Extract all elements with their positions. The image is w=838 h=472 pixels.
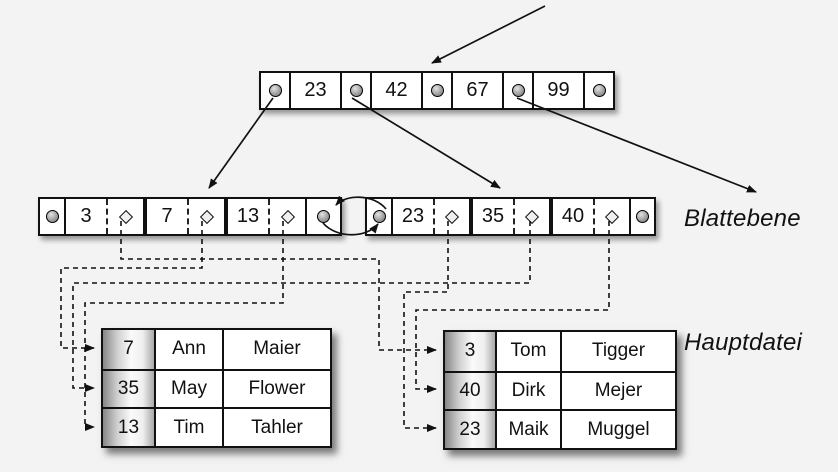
- leaf-key: 23: [401, 205, 425, 227]
- table-cell-lastname: Flower: [222, 368, 330, 408]
- leaf-entry: 7: [145, 199, 226, 234]
- root-node: 23 42 67 99: [259, 71, 615, 110]
- table-cell-lastname: Maier: [222, 330, 330, 369]
- table-cell-lastname: Tahler: [222, 407, 330, 446]
- table-cell-key: 7: [103, 330, 154, 369]
- table-cell-lastname: Mejer: [560, 370, 675, 410]
- leaf-key: 35: [481, 205, 505, 227]
- arrow-root-to-right-leaf: [351, 97, 501, 189]
- pointer-bead-icon: [372, 210, 386, 223]
- leaf-entry: 40: [551, 199, 631, 234]
- leaf-key: 7: [161, 205, 173, 227]
- record-pointer-cell: [268, 199, 305, 234]
- record-pointer-cell: [433, 199, 469, 234]
- pointer-bead-icon: [268, 84, 282, 97]
- leaf-key: 13: [236, 205, 260, 227]
- pointer-cell: [342, 73, 370, 108]
- pointer-bead-icon: [636, 210, 649, 223]
- root-key: 99: [547, 79, 570, 101]
- table-cell-firstname: Maik: [495, 409, 560, 448]
- record-pointer-cell: [513, 199, 549, 234]
- root-key-cell: 42: [370, 73, 423, 108]
- pointer-bead-icon: [511, 84, 525, 97]
- pointer-bead-icon: [317, 210, 330, 223]
- pointer-cell: [367, 199, 391, 234]
- pointer-cell: [423, 73, 451, 108]
- table-cell-lastname: Muggel: [560, 409, 675, 448]
- leaf-entry: 23: [391, 199, 471, 234]
- table-cell-key: 13: [103, 407, 154, 446]
- record-pointer-diamond-icon: [280, 209, 295, 224]
- data-table-left: 7 Ann Maier 35 May Flower 13 Tim Tahler: [101, 328, 332, 448]
- table-cell-firstname: Ann: [154, 330, 222, 369]
- leaf-entry: 35: [471, 199, 551, 234]
- table-cell-lastname: Tigger: [560, 332, 675, 371]
- root-key: 42: [385, 79, 408, 101]
- table-cell-firstname: May: [154, 368, 222, 408]
- root-key-cell: 99: [532, 73, 585, 108]
- table-cell-key: 35: [103, 368, 154, 408]
- leaf-level-label: Blattebene: [684, 205, 801, 232]
- pointer-bead-icon: [430, 84, 444, 97]
- root-key-cell: 23: [289, 73, 342, 108]
- pointer-bead-icon: [349, 84, 363, 97]
- pointer-bead-icon: [45, 210, 59, 223]
- data-table-right: 3 Tom Tigger 40 Dirk Mejer 23 Maik Mugge…: [443, 330, 677, 450]
- table-cell-firstname: Tom: [495, 332, 560, 371]
- record-pointer-diamond-icon: [444, 209, 460, 224]
- table-cell-key: 23: [445, 409, 495, 448]
- pointer-cell: [40, 199, 64, 234]
- table-cell-firstname: Dirk: [495, 370, 560, 410]
- main-file-label: Hauptdatei: [684, 329, 803, 356]
- leaf-key: 40: [561, 205, 585, 227]
- arrow-root-to-next-leaf: [516, 97, 757, 193]
- table-cell-key: 40: [445, 370, 495, 410]
- pointer-cell: [261, 73, 289, 108]
- leaf-entry: 3: [64, 199, 145, 234]
- link-key23-to-row-maik: [403, 221, 449, 432]
- pointer-bead-icon: [592, 84, 606, 97]
- arrow-root-to-left-leaf: [208, 97, 274, 189]
- record-pointer-cell: [106, 199, 143, 234]
- pointer-cell: [631, 199, 654, 234]
- record-pointer-diamond-icon: [604, 209, 620, 224]
- table-cell-key: 3: [445, 332, 495, 371]
- arrow-into-root: [431, 5, 546, 64]
- record-pointer-diamond-icon: [118, 209, 133, 224]
- record-pointer-diamond-icon: [199, 209, 214, 224]
- record-pointer-cell: [187, 199, 224, 234]
- root-key: 67: [466, 79, 489, 101]
- pointer-cell: [307, 199, 340, 234]
- record-pointer-diamond-icon: [524, 209, 540, 224]
- leaf-node-right: 23 35 40: [365, 197, 656, 236]
- record-pointer-cell: [593, 199, 629, 234]
- pointer-cell: [585, 73, 613, 108]
- root-key: 23: [304, 79, 327, 101]
- table-cell-firstname: Tim: [154, 407, 222, 446]
- leaf-entry: 13: [226, 199, 307, 234]
- root-key-cell: 67: [451, 73, 504, 108]
- leaf-key: 3: [80, 205, 92, 227]
- leaf-node-left: 3 7 13: [38, 197, 342, 236]
- pointer-cell: [504, 73, 532, 108]
